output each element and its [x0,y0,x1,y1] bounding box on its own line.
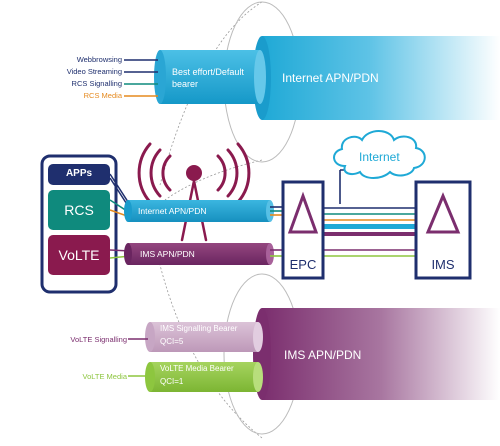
volte-media-bearer [145,362,263,392]
apps-block [48,164,110,185]
ims-pipe [124,243,274,265]
device-apps-label: APPs [65,168,93,179]
volte-block [48,235,110,275]
epc-label: EPC [289,257,317,272]
flow-label-rcs-media: RCS Media [83,91,122,100]
antenna-icon [137,142,251,242]
ims-signalling-bearer [145,322,263,352]
ue-device [40,154,118,294]
internet-pipe-label: Internet APN/PDN [138,206,207,216]
epc-ims-trunk [323,224,416,236]
ims-node [414,180,472,280]
ims-signalling-qci-label: QCI=5 [160,337,184,346]
rcs-block [48,190,110,230]
best-effort-bearer [154,50,266,104]
core-links [270,169,416,257]
ims-pdn-label: IMS APN/PDN [284,348,362,362]
best-effort-bearer-label: Best effort/Default bearer [172,67,244,89]
ims-flow-lines [128,338,148,377]
internet-cloud-icon [333,130,426,179]
device-volte-label: VoLTE [58,247,100,263]
flow-label-volte-signalling: VoLTE Signalling [70,335,127,344]
ims-label: IMS [431,257,455,272]
internet-flow-lines [124,59,158,97]
ims-pipe-label: IMS APN/PDN [140,249,195,259]
epc-node [281,180,325,280]
volte-media-qci-label: QCI=1 [160,377,184,386]
internet-pdn-label: Internet APN/PDN [282,71,379,85]
flow-label-rcs-signalling: RCS Signalling [71,79,122,88]
internet-pdn-tube [253,36,500,120]
flow-label-webbrowsing: Webbrowsing [76,55,122,64]
flow-label-volte-media: VoLTE Media [82,372,127,381]
flow-label-video-streaming: Video Streaming [66,67,122,76]
ims-signalling-bearer-label: IMS Signalling Bearer [160,324,238,333]
volte-media-bearer-label: VoLTE Media Bearer [160,364,234,373]
device-rcs-label: RCS [64,202,94,218]
internet-cloud-label: Internet [359,150,400,164]
